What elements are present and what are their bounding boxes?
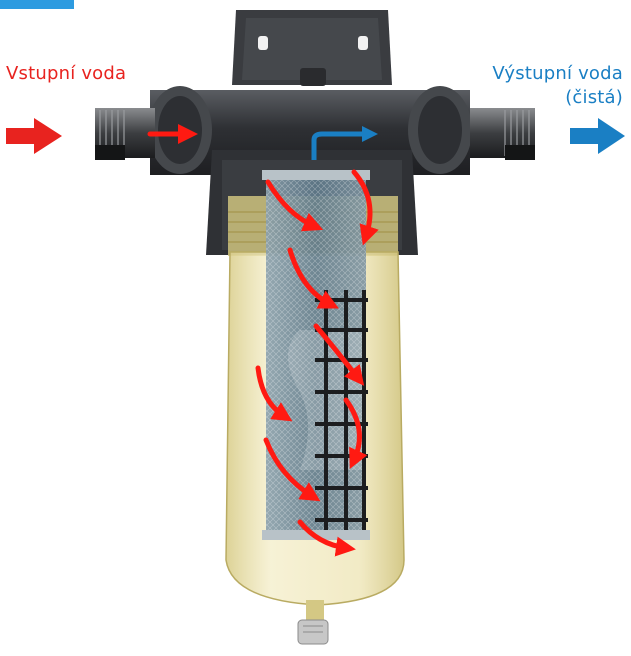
flow-arrow-outlet — [311, 125, 379, 160]
outlet-fitting — [470, 108, 535, 160]
inlet-fitting — [95, 108, 155, 160]
flow-arrow-3 — [287, 247, 339, 309]
mounting-bracket — [232, 10, 392, 86]
inlet-arrow — [6, 118, 62, 154]
outlet-label: Výstupní voda (čistá) — [492, 62, 623, 110]
flow-arrows — [147, 124, 379, 557]
support-cage — [315, 290, 368, 530]
flow-arrow-8 — [297, 519, 356, 557]
flow-arrow-1 — [265, 179, 324, 232]
flow-arrow-5 — [255, 365, 293, 422]
outlet-arrow — [570, 118, 625, 154]
flow-arrow-2 — [351, 169, 379, 246]
flow-arrow-6 — [343, 397, 368, 470]
top-accent-bar — [0, 0, 74, 9]
outlet-label-line1: Výstupní voda — [492, 63, 623, 84]
inlet-label: Vstupní voda — [6, 63, 127, 84]
outlet-label-line2: (čistá) — [565, 87, 623, 108]
drain-valve — [297, 600, 329, 645]
flow-arrow-7 — [263, 437, 321, 502]
flow-arrow-4 — [313, 323, 365, 386]
